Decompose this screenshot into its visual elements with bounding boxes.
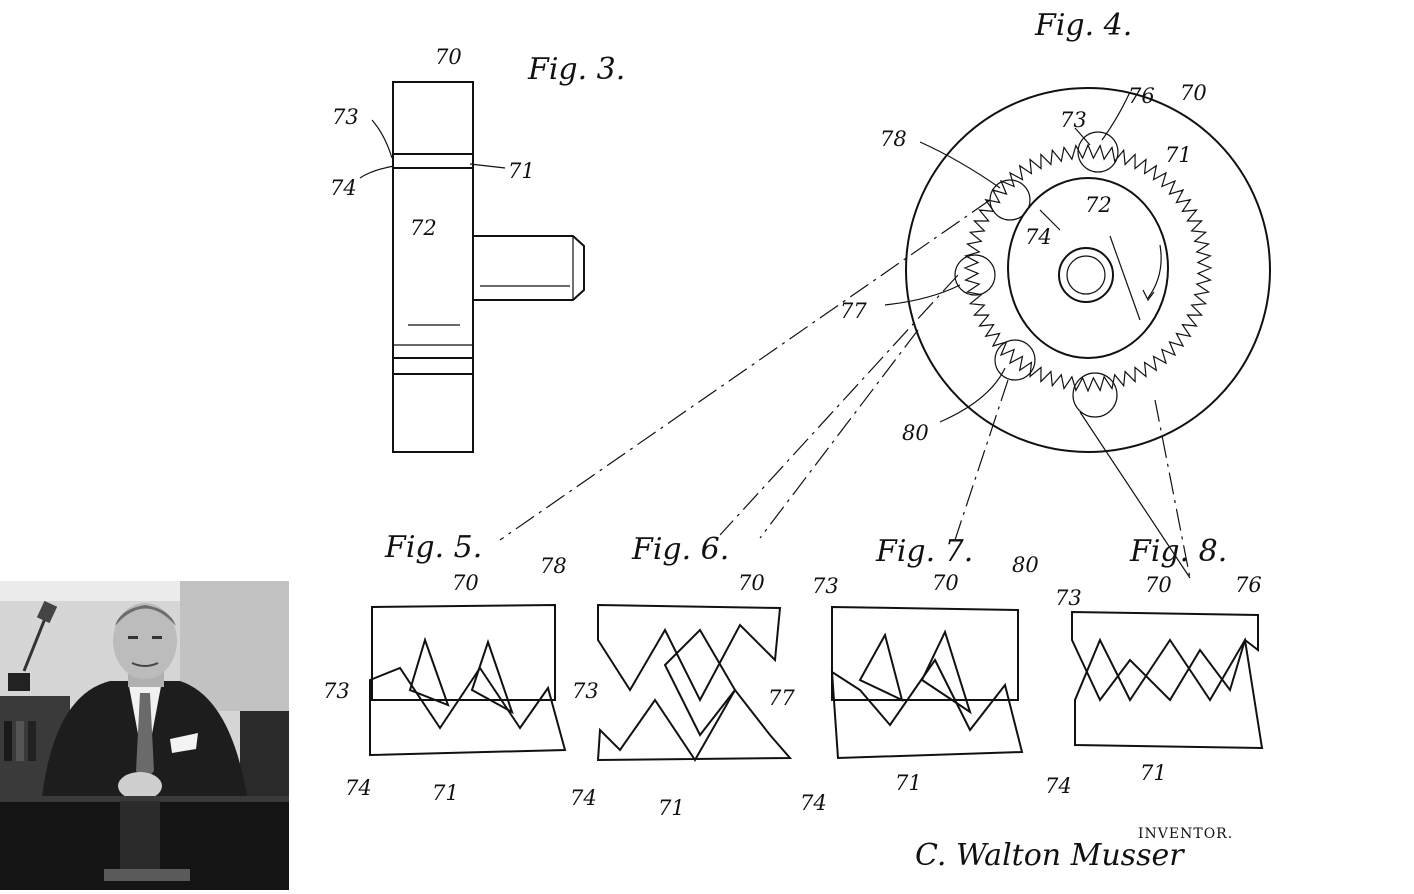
fig6-drawing — [596, 603, 793, 762]
fig5-ref-74: 74 — [345, 776, 372, 800]
projection-lines — [499, 199, 1191, 579]
fig6-ref-73: 73 — [572, 679, 599, 703]
fig5-ref-70: 70 — [452, 571, 479, 595]
fig6-ref-71: 71 — [658, 796, 685, 820]
fig5-title: Fig. 5. — [385, 530, 483, 565]
fig3-ref-72: 72 — [410, 216, 437, 240]
fig3-drawing — [359, 81, 585, 453]
fig4-ref-70: 70 — [1180, 81, 1207, 105]
fig4-title: Fig. 4. — [1035, 8, 1133, 43]
fig4-ref-73: 73 — [1060, 108, 1087, 132]
fig6-ref-70: 70 — [738, 571, 765, 595]
fig7-ref-74: 74 — [800, 791, 827, 815]
fig4-ref-77: 77 — [840, 299, 867, 323]
inventor-signature: C. Walton Musser — [915, 838, 1184, 873]
fig7-ref-73: 73 — [812, 574, 839, 598]
fig7-drawing — [830, 605, 1024, 760]
fig3-ref-74: 74 — [330, 176, 357, 200]
fig8-drawing — [1071, 610, 1264, 750]
fig4-drawing — [884, 87, 1271, 453]
fig4-ref-71: 71 — [1165, 143, 1192, 167]
fig4-ref-72: 72 — [1085, 193, 1112, 217]
fig4-ref-78: 78 — [880, 127, 907, 151]
fig3-ref-71: 71 — [508, 159, 535, 183]
fig4-ref-74: 74 — [1025, 225, 1052, 249]
fig5-ref-71: 71 — [432, 781, 459, 805]
fig5-ref-73: 73 — [323, 679, 350, 703]
fig7-ref-71: 71 — [895, 771, 922, 795]
fig4-ref-76: 76 — [1128, 84, 1155, 108]
fig8-ref-70: 70 — [1145, 573, 1172, 597]
fig5-drawing — [369, 603, 567, 757]
fig5-ref-78: 78 — [540, 554, 567, 578]
fig8-title: Fig. 8. — [1130, 534, 1228, 569]
fig6-ref-74: 74 — [570, 786, 597, 810]
fig3-ref-73: 73 — [332, 105, 359, 129]
portrait-illustration — [0, 581, 289, 890]
fig3-ref-70: 70 — [435, 45, 462, 69]
fig7-ref-80: 80 — [1012, 553, 1039, 577]
fig8-ref-73: 73 — [1055, 586, 1082, 610]
fig4-ref-80: 80 — [902, 421, 929, 445]
fig3-title: Fig. 3. — [528, 52, 626, 87]
fig7-ref-70: 70 — [932, 571, 959, 595]
fig6-ref-77: 77 — [768, 686, 795, 710]
fig8-ref-71: 71 — [1140, 761, 1167, 785]
inventor-caption: INVENTOR. — [1138, 826, 1234, 842]
inventor-portrait-photo — [0, 581, 289, 890]
fig8-ref-74: 74 — [1045, 774, 1072, 798]
fig8-ref-76: 76 — [1235, 573, 1262, 597]
fig6-title: Fig. 6. — [632, 532, 730, 567]
fig7-title: Fig. 7. — [876, 534, 974, 569]
